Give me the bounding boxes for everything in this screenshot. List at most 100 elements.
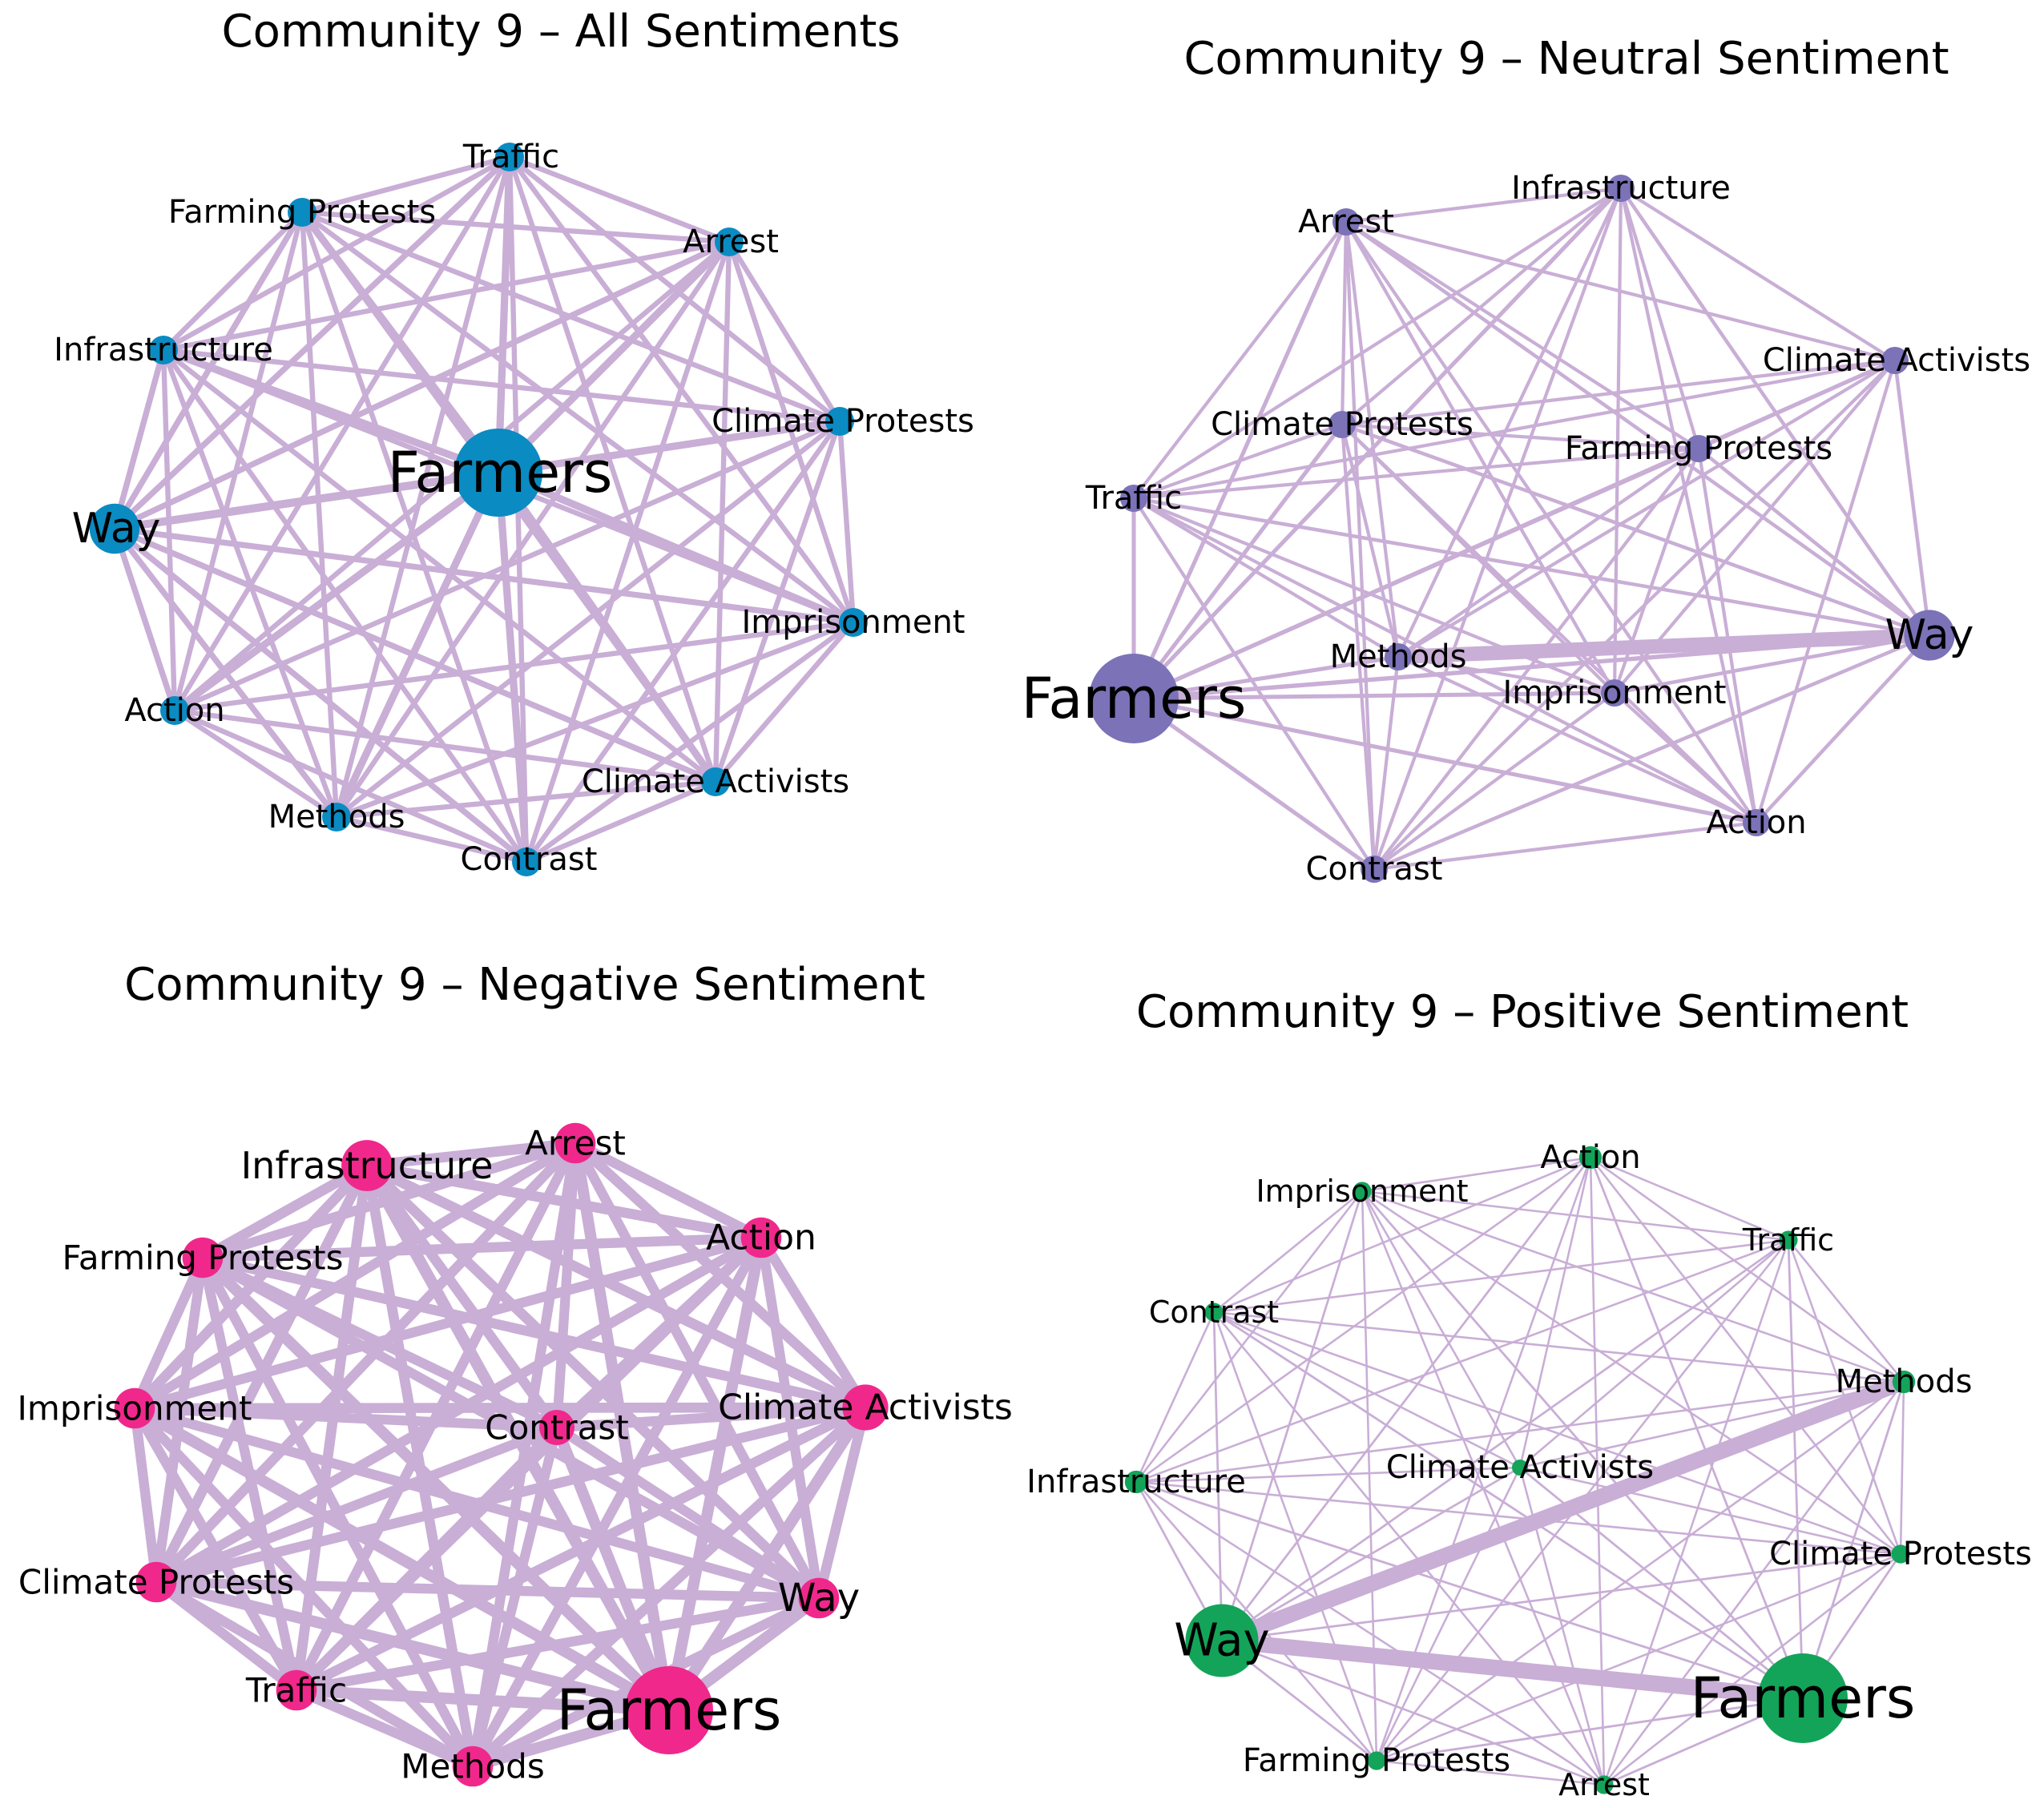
edge-farming-protests-traffic <box>1131 446 1701 501</box>
edge-way-arrest <box>111 239 732 532</box>
node-climate-protests <box>825 407 854 436</box>
edge-climate-activists-contrast <box>1372 358 1897 872</box>
edge-infrastructure-climate-protests <box>1135 1480 1902 1556</box>
edge-contrast-climate-protests <box>151 1422 562 1588</box>
edge-methods-farming-protests <box>1375 1380 1905 1762</box>
node-label-way: Way <box>72 505 161 553</box>
node-label-contrast: Contrast <box>1149 1295 1279 1330</box>
edge-climate-protests-contrast <box>523 418 843 865</box>
node-label-action: Action <box>124 692 224 729</box>
edge-climate-activists-farming-protests <box>1375 1466 1522 1762</box>
node-climate-activists <box>1512 1460 1528 1476</box>
edge-action-methods <box>1589 1156 1905 1383</box>
edge-farmers-contrast <box>1212 1311 1804 1700</box>
edge-climate-protests-imprisonment <box>837 418 857 626</box>
edge-action-climate-activists <box>1518 1156 1592 1469</box>
edge-traffic-climate-activists <box>1518 1238 1790 1469</box>
edge-arrest-imprisonment <box>726 239 857 626</box>
panel-title-neutral: Community 9 – Neutral Sentiment <box>1183 33 1949 85</box>
edge-action-methods <box>171 707 340 820</box>
edge-way-infrastructure <box>111 347 167 532</box>
node-label-climate-activists: Climate Activists <box>718 1387 1013 1428</box>
edge-way-climate-activists <box>1893 358 1932 638</box>
edges-all <box>110 153 857 866</box>
edge-arrest-climate-protests <box>1340 219 1349 427</box>
node-label-climate-activists: Climate Activists <box>1763 342 2030 379</box>
edge-way-farming-protests <box>1696 446 1932 638</box>
edge-imprisonment-arrest <box>1361 1190 1606 1786</box>
node-contrast <box>539 1410 574 1445</box>
edge-methods-contrast <box>333 814 530 865</box>
edge-arrest-action <box>1344 219 1759 825</box>
edge-farming-protests-imprisonment <box>129 1252 208 1414</box>
edge-contrast-methods <box>1212 1311 1905 1383</box>
edge-way-methods <box>111 525 340 820</box>
edge-traffic-methods <box>1131 496 1401 659</box>
edge-action-contrast <box>1212 1156 1592 1314</box>
node-label-traffic: Traffic <box>462 139 559 175</box>
edge-imprisonment-action <box>171 619 857 714</box>
edge-infrastructure-arrest <box>1344 186 1623 224</box>
node-label-farming-protests: Farming Protests <box>168 194 436 231</box>
edge-infrastructure-contrast <box>1372 186 1623 872</box>
edge-arrest-traffic <box>291 1138 581 1696</box>
node-action <box>160 696 189 725</box>
edge-climate-activists-climate-protests <box>1518 1466 1902 1556</box>
edge-infrastructure-farming-protests <box>1619 186 1701 451</box>
edge-way-action <box>111 525 178 714</box>
node-label-arrest: Arrest <box>1298 203 1394 240</box>
node-label-climate-activists: Climate Activists <box>1386 1449 1654 1486</box>
edge-imprisonment-contrast <box>1212 1190 1364 1314</box>
edge-climate-activists-climate-protests <box>151 1402 871 1588</box>
node-way <box>798 1577 840 1619</box>
edge-climate-activists-farming-protests <box>1696 358 1897 451</box>
edge-imprisonment-methods <box>1361 1190 1905 1383</box>
edge-contrast-climate-protests <box>1212 1311 1902 1556</box>
edge-way-arrest <box>1220 1639 1606 1786</box>
edge-farming-protests-action <box>171 209 305 714</box>
node-imprisonment <box>839 608 868 637</box>
node-label-farming-protests: Farming Protests <box>62 1238 344 1278</box>
edge-farmers-methods <box>333 469 502 821</box>
node-label-contrast: Contrast <box>485 1408 628 1448</box>
edge-methods-climate-activists <box>1518 1380 1905 1469</box>
node-label-climate-protests: Climate Protests <box>1211 406 1474 443</box>
edge-contrast-traffic <box>291 1422 562 1696</box>
node-label-arrest: Arrest <box>683 223 779 260</box>
edge-contrast-climate-activists <box>1212 1311 1522 1469</box>
edge-farming-protests-methods <box>1396 446 1701 659</box>
edge-traffic-methods <box>291 1685 478 1772</box>
edge-climate-activists-arrest <box>1518 1466 1606 1786</box>
edge-imprisonment-climate-activists <box>129 1402 871 1414</box>
node-climate-activists <box>701 767 730 796</box>
edge-climate-protests-action <box>1340 422 1759 825</box>
edge-infrastructure-action <box>1619 186 1759 825</box>
edge-infrastructure-climate-protests <box>160 347 843 425</box>
edge-action-contrast <box>1372 820 1759 872</box>
edge-way-action <box>1754 633 1932 825</box>
edge-arrest-action <box>570 1138 767 1243</box>
node-label-contrast: Contrast <box>1306 851 1443 888</box>
node-methods <box>452 1746 494 1787</box>
edge-infrastructure-contrast <box>361 1160 562 1433</box>
edge-farming-protests-contrast <box>1372 446 1701 872</box>
node-farmers <box>1758 1653 1848 1743</box>
node-label-farming-protests: Farming Protests <box>1565 430 1832 467</box>
edge-climate-activists-methods <box>1396 358 1897 659</box>
edge-infrastructure-climate-activists <box>1135 1466 1522 1484</box>
node-arrest <box>1594 1775 1614 1794</box>
edge-farmers-infrastructure <box>1131 186 1623 701</box>
node-imprisonment <box>114 1387 155 1429</box>
edge-imprisonment-infrastructure <box>1135 1190 1364 1484</box>
edge-climate-activists-contrast <box>523 779 719 865</box>
node-label-traffic: Traffic <box>1742 1222 1834 1258</box>
edge-traffic-methods <box>1787 1238 1905 1383</box>
edge-farming-protests-methods <box>299 209 340 820</box>
edge-imprisonment-methods <box>333 619 857 820</box>
edge-contrast-arrest <box>1212 1311 1606 1786</box>
edge-imprisonment-climate-activists <box>712 619 857 785</box>
node-way <box>89 503 140 554</box>
node-contrast <box>1361 856 1388 883</box>
edge-action-imprisonment <box>1361 1156 1592 1193</box>
edge-traffic-farming-protests <box>1375 1238 1790 1762</box>
